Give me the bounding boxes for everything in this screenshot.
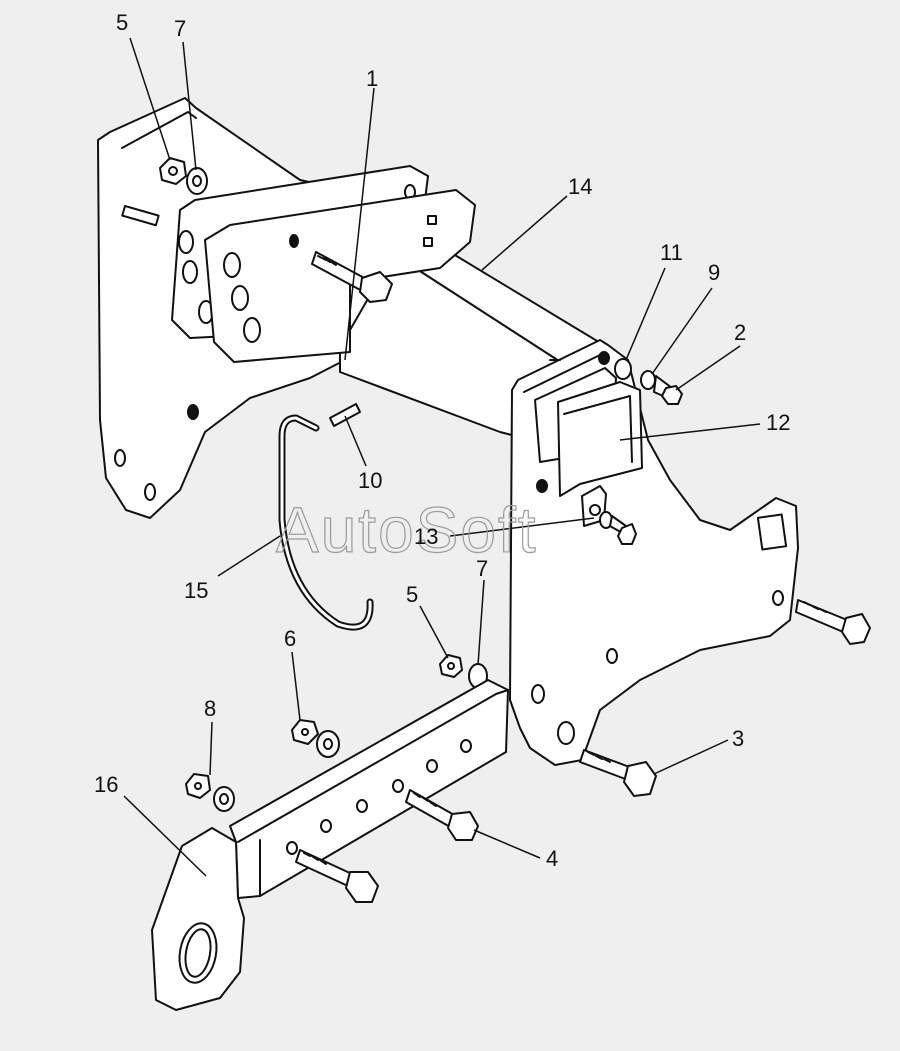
nut-6-washer <box>291 719 340 758</box>
watermark-text: AutoSoft <box>276 494 538 566</box>
bolt-right-upper <box>795 599 871 645</box>
callout-5: 5 <box>116 10 128 35</box>
lower-nut-and-washer <box>439 654 488 689</box>
callout-1: 1 <box>366 66 378 91</box>
callout-15: 15 <box>184 578 208 603</box>
callout-9: 9 <box>708 260 720 285</box>
callout-7: 7 <box>174 16 186 41</box>
leader-lines <box>123 37 761 877</box>
callout-7-lower: 7 <box>476 556 488 581</box>
callout-10: 10 <box>358 468 382 493</box>
bolt-drawbar-lower <box>295 849 379 903</box>
callout-3: 3 <box>732 726 744 751</box>
callout-11: 11 <box>660 240 683 265</box>
cover-plate <box>534 367 643 497</box>
callout-5-lower: 5 <box>406 582 418 607</box>
bolt-4 <box>405 789 479 841</box>
callout-16: 16 <box>94 772 118 797</box>
callout-12: 12 <box>766 410 790 435</box>
right-bracket-plate <box>509 339 799 766</box>
cotter-pin-10 <box>329 403 361 427</box>
callout-13: 13 <box>414 524 438 549</box>
callout-8: 8 <box>204 696 216 721</box>
callout-14: 14 <box>568 174 592 199</box>
callout-labels: 5 7 1 14 11 9 2 12 10 13 15 5 7 6 8 16 3… <box>94 10 790 871</box>
pin-15 <box>278 414 374 631</box>
bolt-2-washers <box>614 358 683 405</box>
callout-6: 6 <box>284 626 296 651</box>
nut-8-washer <box>185 773 235 812</box>
drawbar-16 <box>151 679 509 1011</box>
clip-bolt-13 <box>581 485 637 545</box>
callout-4: 4 <box>546 846 558 871</box>
bolt-3 <box>579 749 657 797</box>
callout-2: 2 <box>734 320 746 345</box>
